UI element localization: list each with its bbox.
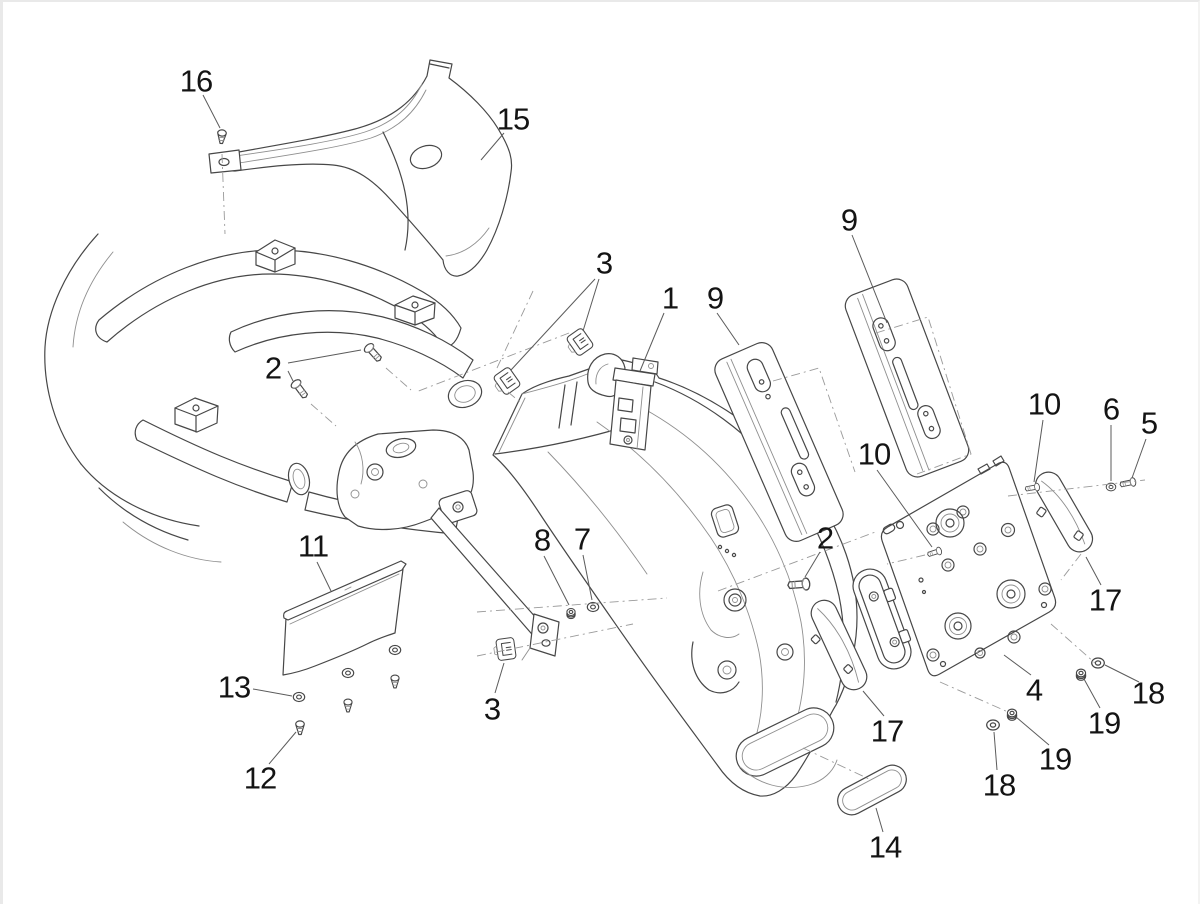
fender-tail-cap [735,707,838,788]
mudflap-part11 [282,560,407,676]
callout-13-label: 13 [217,669,251,705]
callout-2-label: 2 [816,520,834,556]
leader-line-8 [543,555,570,606]
leader-line-5 [1131,438,1147,479]
leader-line-9 [851,234,888,324]
callout-17-label: 17 [870,713,904,749]
callout-18-label: 18 [982,767,1016,803]
leader-line-11 [316,561,332,592]
holder-side-bracket [852,568,912,670]
callout-9-label: 9 [706,280,724,316]
callout-11-label: 11 [297,528,329,564]
leader-line-7 [582,554,593,601]
leader-line-3 [494,662,505,694]
leader-line-9 [716,312,740,346]
bodywork-panel-lines [44,233,222,563]
leader-line-4 [1003,654,1032,676]
leader-line-18 [1104,664,1140,683]
callout-1-label: 1 [661,280,679,316]
leader-line-14 [875,807,884,833]
leader-line-3 [510,278,596,371]
rack-mount-block [255,239,296,273]
leader-line-1 [639,312,665,372]
callout-leader-lines [202,94,1147,833]
callout-15-label: 15 [496,101,530,137]
callout-19-label: 19 [1038,741,1072,777]
rack-mount-block [174,397,219,433]
plate-part9-left [714,342,844,542]
leader-line-19 [1083,678,1101,709]
leader-line-18 [993,731,998,771]
rubber-strip-part17-middle [810,599,868,691]
leader-line-19 [1015,716,1050,746]
callout-18-label: 18 [1131,675,1165,711]
callout-2-label: 2 [264,350,282,386]
leader-line-3 [582,278,600,332]
bracket-part1 [587,353,659,451]
leader-line-2 [804,551,821,578]
rack-mount-block [394,295,436,326]
leader-line-15 [480,132,505,161]
leader-line-16 [202,94,221,129]
callout-5-label: 5 [1140,405,1158,441]
leader-line-10 [876,469,933,548]
exploded-view-drawing [44,59,1146,816]
leader-line-17 [1085,556,1102,586]
callout-16-label: 16 [179,63,213,99]
leader-line-17 [862,690,885,717]
callout-8-label: 8 [533,522,551,558]
plate-holder-part4 [880,455,1057,677]
leader-line-2 [287,370,294,382]
callout-7-label: 7 [573,521,591,557]
callout-10-label: 10 [857,436,891,472]
callout-12-label: 12 [243,760,277,796]
fender-mount-casting [336,379,483,531]
callout-4-label: 4 [1025,672,1043,708]
callout-17-label: 17 [1088,582,1122,618]
callout-6-label: 6 [1102,391,1120,427]
alignment-dash-lines [221,153,1146,780]
callout-19-label: 19 [1087,705,1121,741]
callout-3-label: 3 [483,691,501,727]
fender-stay-arm [430,507,560,661]
rubber-strip-part17-right [1034,471,1094,553]
callout-3-label: 3 [595,245,613,281]
leader-line-2 [287,349,362,364]
leader-line-12 [268,731,297,765]
luggage-rack-frame [95,239,560,661]
callout-10-label: 10 [1027,386,1061,422]
callout-14-label: 14 [868,829,902,865]
reflector-part14 [837,764,907,816]
callout-9-label: 9 [840,202,858,238]
rear-cover-part15 [208,59,513,277]
leader-line-13 [252,688,293,697]
leader-line-10 [1033,419,1044,483]
